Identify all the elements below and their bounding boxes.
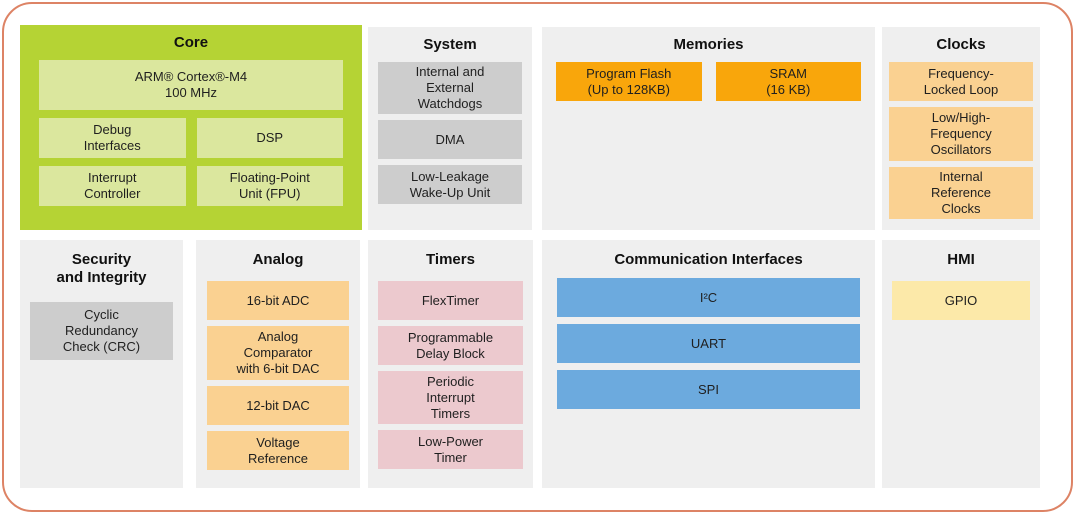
block-16bit-adc: 16-bit ADC (207, 281, 349, 320)
block-dma: DMA (378, 120, 522, 159)
hmi-blocks: GPIO (882, 281, 1040, 320)
security-blocks: Cyclic Redundancy Check (CRC) (20, 302, 183, 360)
block-i2c: I²C (557, 278, 860, 317)
block-crc: Cyclic Redundancy Check (CRC) (30, 302, 173, 360)
security-section: Security and Integrity Cyclic Redundancy… (20, 240, 183, 488)
block-frequency-locked-loop: Frequency- Locked Loop (889, 62, 1033, 101)
communication-interfaces-section: Communication Interfaces I²C UART SPI (542, 240, 875, 488)
timers-title: Timers (426, 251, 475, 268)
block-12bit-dac: 12-bit DAC (207, 386, 349, 425)
system-blocks: Internal and External Watchdogs DMA Low-… (368, 62, 532, 204)
system-title: System (423, 36, 477, 53)
clocks-blocks: Frequency- Locked Loop Low/High- Frequen… (882, 62, 1040, 219)
communication-blocks: I²C UART SPI (542, 278, 875, 409)
block-llwu: Low-Leakage Wake-Up Unit (378, 165, 522, 204)
block-spi: SPI (557, 370, 860, 409)
analog-section: Analog 16-bit ADC Analog Comparator with… (196, 240, 360, 488)
block-interrupt-controller: Interrupt Controller (39, 166, 186, 206)
hmi-section: HMI GPIO (882, 240, 1040, 488)
block-arm-cortex-m4: ARM® Cortex®-M4 100 MHz (39, 60, 343, 110)
core-blocks: ARM® Cortex®-M4 100 MHz Debug Interfaces… (20, 60, 362, 206)
block-voltage-reference: Voltage Reference (207, 431, 349, 470)
analog-blocks: 16-bit ADC Analog Comparator with 6-bit … (196, 281, 360, 470)
block-internal-reference-clocks: Internal Reference Clocks (889, 167, 1033, 219)
block-programmable-delay-block: Programmable Delay Block (378, 326, 523, 365)
security-title: Security and Integrity (56, 251, 147, 286)
timers-blocks: FlexTimer Programmable Delay Block Perio… (368, 281, 533, 469)
block-periodic-interrupt-timers: Periodic Interrupt Timers (378, 371, 523, 424)
system-section: System Internal and External Watchdogs D… (368, 27, 532, 230)
hmi-title: HMI (947, 251, 975, 268)
block-dsp: DSP (196, 118, 343, 158)
communication-interfaces-title: Communication Interfaces (614, 251, 803, 268)
block-oscillators: Low/High- Frequency Oscillators (889, 107, 1033, 161)
memories-title: Memories (673, 36, 744, 53)
block-watchdogs: Internal and External Watchdogs (378, 62, 522, 114)
clocks-section: Clocks Frequency- Locked Loop Low/High- … (882, 27, 1040, 230)
core-section: Core ARM® Cortex®-M4 100 MHz Debug Inter… (20, 25, 362, 230)
memories-section: Memories Program Flash (Up to 128KB) SRA… (542, 27, 875, 230)
block-program-flash: Program Flash (Up to 128KB) (556, 62, 702, 101)
diagram-outer-border (2, 2, 1073, 512)
block-analog-comparator: Analog Comparator with 6-bit DAC (207, 326, 349, 380)
timers-section: Timers FlexTimer Programmable Delay Bloc… (368, 240, 533, 488)
block-low-power-timer: Low-Power Timer (378, 430, 523, 469)
analog-title: Analog (252, 251, 304, 268)
block-debug-interfaces: Debug Interfaces (39, 118, 186, 158)
memories-blocks: Program Flash (Up to 128KB) SRAM (16 KB) (542, 62, 875, 101)
block-flextimer: FlexTimer (378, 281, 523, 320)
block-fpu: Floating-Point Unit (FPU) (196, 166, 343, 206)
block-uart: UART (557, 324, 860, 363)
clocks-title: Clocks (936, 36, 986, 53)
core-title: Core (173, 34, 209, 51)
block-sram: SRAM (16 KB) (715, 62, 861, 101)
block-gpio: GPIO (892, 281, 1030, 320)
